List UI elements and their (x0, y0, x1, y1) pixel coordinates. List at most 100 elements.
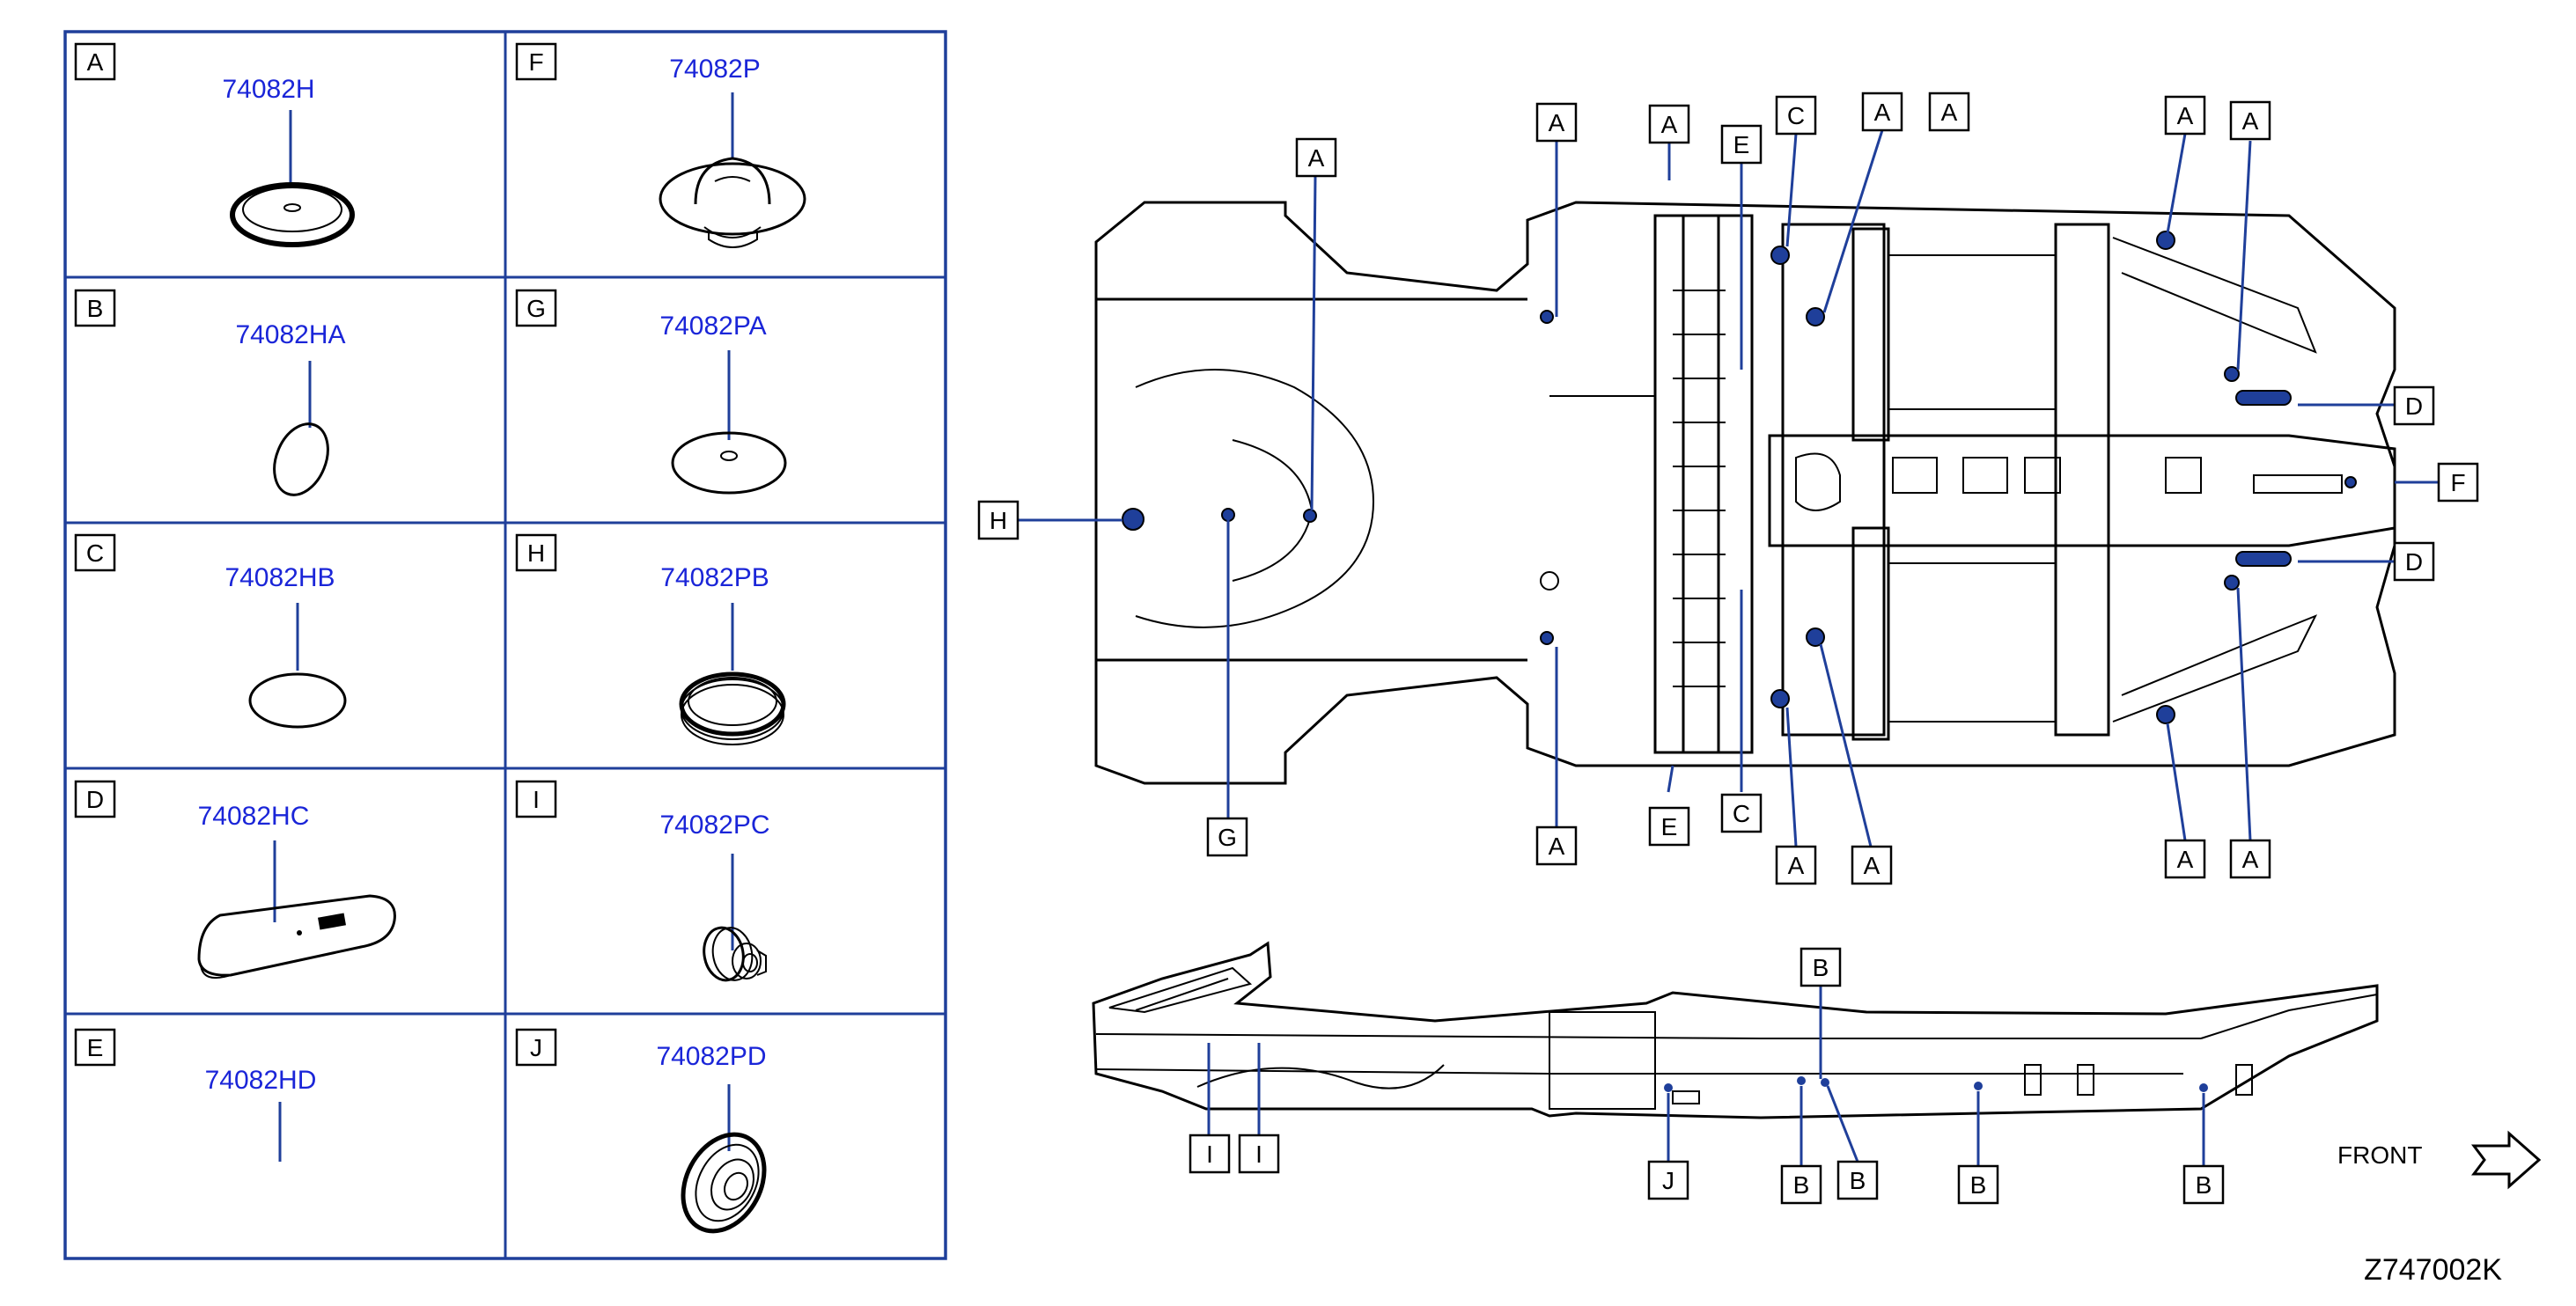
callout-26: B (1957, 1164, 1999, 1205)
svg-text:A: A (2177, 102, 2194, 129)
callout-13: A (1295, 137, 1337, 178)
svg-text:E: E (1733, 131, 1750, 158)
legend-leaders (273, 92, 734, 1162)
svg-text:A: A (1661, 111, 1678, 138)
svg-text:A: A (2242, 846, 2259, 873)
callout-7: A (2229, 100, 2271, 141)
svg-text:I: I (1255, 1141, 1262, 1168)
svg-text:I: I (1206, 1141, 1213, 1168)
drawing-code: Z747002K (2364, 1253, 2502, 1287)
part-number-a: 74082H (222, 75, 314, 104)
part-number-g: 74082PA (659, 312, 766, 341)
legend-letter-j: J (515, 1028, 557, 1067)
callout-22: I (1238, 1134, 1280, 1174)
plug-markers-top (1122, 231, 2357, 724)
svg-text:E: E (1661, 813, 1678, 840)
svg-text:A: A (1941, 99, 1958, 126)
svg-text:A: A (1788, 852, 1805, 879)
svg-text:A: A (1874, 99, 1891, 126)
part-number-i: 74082PC (659, 811, 769, 840)
callout-24: B (1780, 1164, 1822, 1205)
part-number-e: 74082HD (205, 1066, 317, 1095)
callout-12: G (1206, 817, 1248, 857)
svg-text:J: J (530, 1034, 542, 1061)
front-arrow-icon (2471, 1130, 2542, 1190)
svg-text:J: J (1662, 1167, 1674, 1194)
svg-text:D: D (2405, 548, 2423, 576)
svg-text:I: I (533, 786, 540, 813)
part-number-d: 74082HC (198, 802, 310, 831)
callout-15: C (1720, 793, 1763, 833)
svg-text:A: A (1864, 852, 1880, 879)
callout-21: I (1189, 1134, 1231, 1174)
legend-letter-f: F (515, 42, 557, 81)
part-number-j: 74082PD (656, 1042, 766, 1071)
callout-16: A (1535, 825, 1578, 866)
svg-text:G: G (1218, 824, 1237, 851)
svg-text:F: F (528, 48, 543, 76)
part-number-b: 74082HA (235, 320, 345, 349)
underbody-side-view (1092, 941, 2379, 1119)
callout-14: E (1648, 806, 1690, 847)
legend-letter-h: H (515, 533, 557, 572)
plug-i-drawing (703, 926, 767, 982)
legend-grid (63, 30, 947, 1260)
callout-19: A (2164, 839, 2206, 879)
svg-text:D: D (86, 786, 104, 813)
plug-markers-side (1664, 1076, 2208, 1092)
svg-text:F: F (2450, 469, 2465, 496)
svg-text:B: B (87, 295, 104, 322)
legend-letter-b: B (74, 289, 116, 327)
plug-j-drawing (681, 1132, 767, 1234)
callout-2: E (1720, 124, 1763, 165)
svg-text:C: C (86, 539, 104, 567)
callout-23: J (1647, 1160, 1689, 1200)
callout-0: A (1535, 102, 1578, 143)
svg-text:D: D (2405, 393, 2423, 420)
plug-a-drawing (230, 182, 355, 247)
callout-11: H (977, 500, 1019, 540)
svg-text:A: A (87, 48, 104, 76)
svg-text:G: G (526, 295, 546, 322)
callout-27: B (2182, 1164, 2225, 1205)
callout-3: C (1775, 95, 1817, 136)
svg-text:B: B (1793, 1171, 1810, 1199)
callout-20: B (1800, 947, 1842, 987)
svg-text:C: C (1733, 800, 1750, 827)
svg-text:C: C (1787, 102, 1805, 129)
plug-f-drawing (659, 157, 806, 248)
part-number-f: 74082P (669, 55, 760, 84)
legend-letter-i: I (515, 780, 557, 818)
callout-6: A (2164, 95, 2206, 136)
svg-text:A: A (2242, 107, 2259, 135)
svg-text:B: B (1970, 1171, 1987, 1199)
svg-text:B: B (2196, 1171, 2212, 1199)
underbody-top-view (1094, 201, 2396, 785)
svg-text:H: H (527, 539, 545, 567)
plug-b-drawing (273, 422, 329, 496)
callout-19b: A (2229, 839, 2271, 879)
svg-text:B: B (1813, 954, 1829, 981)
plug-h-drawing (679, 671, 786, 745)
svg-text:A: A (2177, 846, 2194, 873)
front-label: FRONT (2337, 1141, 2422, 1169)
callout-8: D (2393, 385, 2435, 426)
plug-g-drawing (671, 431, 787, 495)
callout-1: A (1648, 104, 1690, 144)
plug-c-drawing (248, 672, 347, 729)
callout-18: A (1851, 845, 1893, 885)
callout-9: F (2437, 462, 2479, 503)
svg-text:H: H (990, 507, 1007, 534)
callout-17: A (1775, 845, 1817, 885)
legend-letter-e: E (74, 1028, 116, 1067)
legend-letter-a: A (74, 42, 116, 81)
part-number-c: 74082HB (224, 563, 335, 592)
legend-letter-c: C (74, 533, 116, 572)
svg-text:A: A (1549, 833, 1565, 860)
callout-leaders (1019, 129, 2439, 1166)
svg-text:E: E (87, 1034, 104, 1061)
part-number-h: 74082PB (660, 563, 769, 592)
legend-letter-d: D (74, 780, 116, 818)
callout-10: D (2393, 541, 2435, 582)
